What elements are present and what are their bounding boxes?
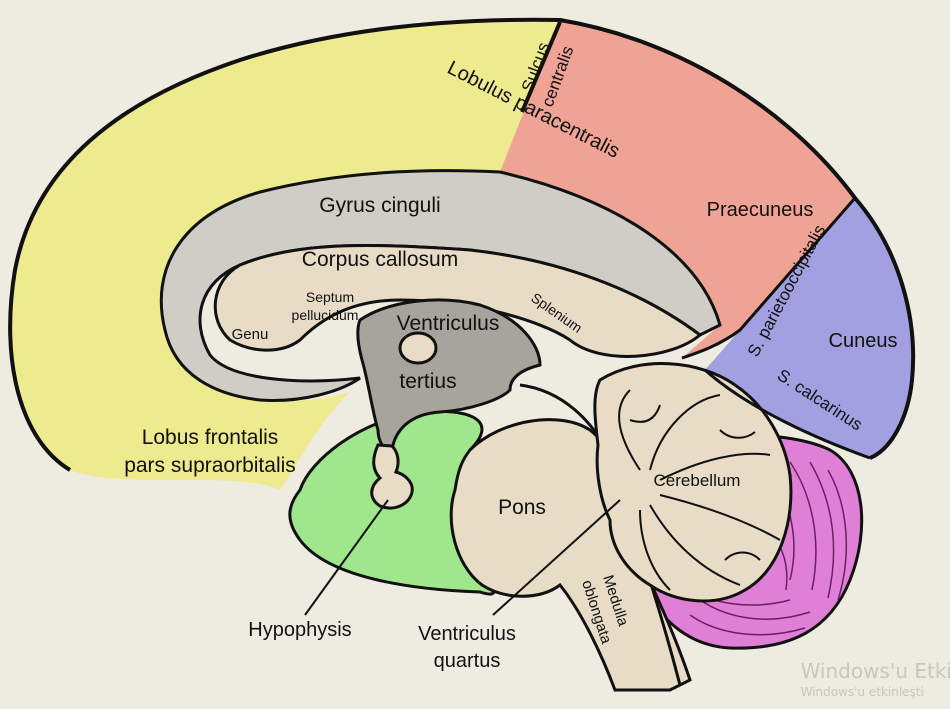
hypophysis-shape	[370, 443, 414, 510]
label-lobus-frontalis: Lobus frontalis	[142, 426, 279, 449]
label-ventriculus: Ventriculus	[397, 312, 500, 335]
cerebellum-folia	[618, 389, 781, 591]
label-genu: Genu	[232, 326, 269, 343]
label-praecuneus: Praecuneus	[707, 199, 814, 221]
label-gyrus-cinguli: Gyrus cinguli	[319, 194, 440, 217]
parietal-lobe-region	[500, 20, 855, 358]
s-parietooccipitalis-line	[681, 197, 857, 360]
occipital-lobe-region	[705, 198, 914, 458]
ventriculus-quartus-pointer	[492, 499, 621, 616]
label-cuneus: Cuneus	[829, 330, 898, 352]
label-hypophysis: Hypophysis	[248, 619, 351, 641]
s-calcarinus-line	[704, 368, 871, 460]
label-cerebellum: Cerebellum	[654, 471, 741, 490]
label-pons: Pons	[498, 496, 546, 519]
label-pars-supraorbitalis: pars supraorbitalis	[124, 454, 296, 477]
sulcus-centralis-line	[520, 21, 562, 113]
interthalamic-adhesion	[398, 331, 438, 365]
label-ventriculus-quartus-1: Ventriculus	[418, 623, 516, 645]
pons-brainstem-region	[449, 418, 692, 692]
label-pellucidum: pellucidum	[292, 307, 359, 323]
label-septum: Septum	[306, 289, 354, 305]
hypophysis-pointer	[304, 499, 389, 616]
hemisphere-outline	[8, 17, 916, 472]
frontal-lobe-region	[10, 19, 560, 491]
label-corpus-callosum: Corpus callosum	[302, 248, 458, 271]
label-ventriculus-quartus-2: quartus	[434, 650, 501, 672]
label-tertius: tertius	[399, 370, 456, 393]
